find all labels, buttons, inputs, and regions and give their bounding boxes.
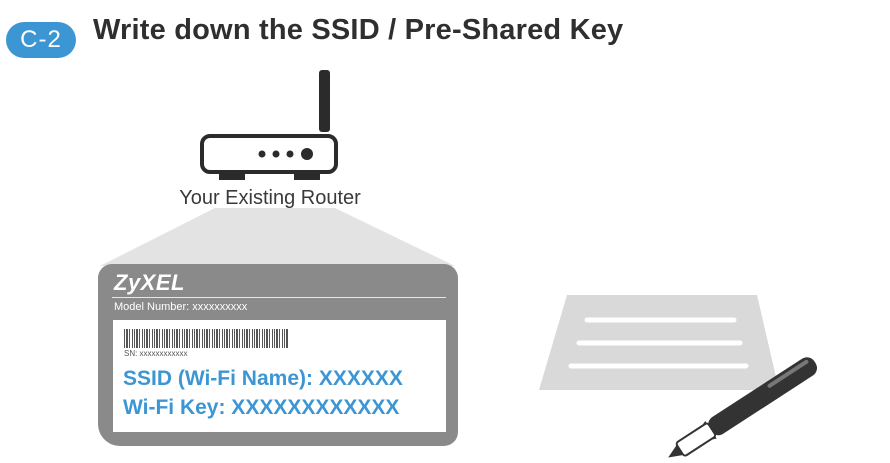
router-caption: Your Existing Router [179, 187, 361, 209]
serial-number: SN: xxxxxxxxxxxx [124, 349, 188, 358]
divider [112, 297, 446, 298]
wifi-key-text: Wi-Fi Key: XXXXXXXXXXXX [123, 396, 400, 419]
model-number: Model Number: xxxxxxxxxx [114, 301, 248, 313]
page-title: Write down the SSID / Pre-Shared Key [93, 14, 624, 46]
brand-logo: ZyXEL [114, 270, 185, 295]
label-info-panel: SN: xxxxxxxxxxxx SSID (Wi-Fi Name): XXXX… [113, 320, 446, 432]
barcode [124, 329, 288, 348]
ssid-text: SSID (Wi-Fi Name): XXXXXX [123, 367, 403, 390]
step-badge: C-2 [6, 22, 76, 58]
device-label-card: ZyXEL Model Number: xxxxxxxxxx SN: xxxxx… [98, 264, 458, 446]
